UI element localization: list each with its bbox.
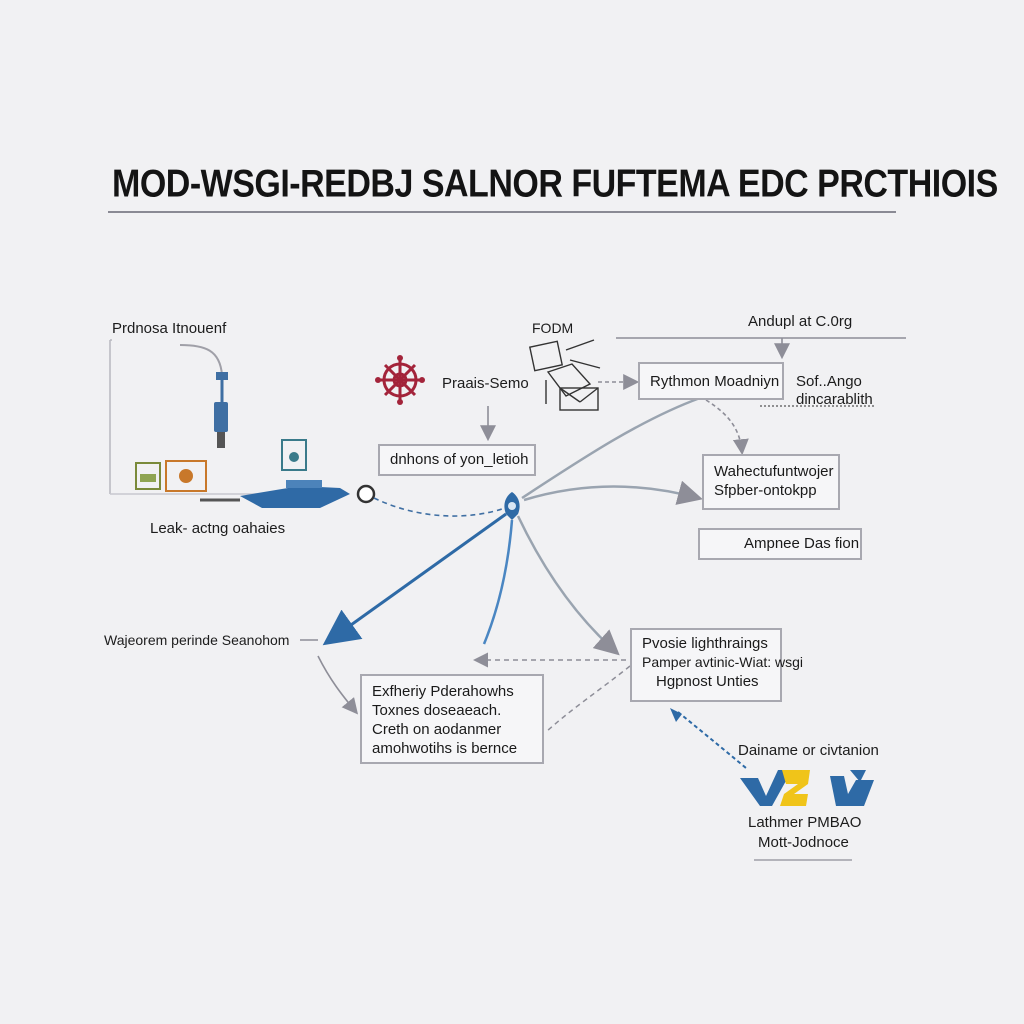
box-dnhons-text: dnhons of yon_letioh — [390, 451, 529, 468]
label-fodm: FODM — [532, 320, 574, 336]
cable-connector — [216, 372, 228, 380]
pvosie-exfth-dashed — [545, 665, 631, 733]
label-andupl: Andupl at C.0rg — [748, 313, 853, 330]
hub-down-blue-line — [482, 519, 514, 645]
box-exfth-line2: Toxnes doseaeach. — [372, 702, 502, 719]
box-pvosie-line1: Pvosie lighthraings — [642, 635, 768, 652]
page-title: MOD-WSGI-REDBJ SALNOR FUFTEMA EDC PRCTHI… — [112, 162, 998, 206]
scanner-device — [240, 486, 350, 508]
box-ampnee: Ampnee Das fion — [698, 528, 862, 560]
label-lathmer-1: Lathmer PMBAO — [748, 814, 862, 831]
box-pvosie-line3: Hgpnost Unties — [656, 673, 759, 690]
rythmon-wahect-dashed — [705, 399, 749, 456]
left-curve-arrow — [317, 655, 359, 715]
box-wahect-line1: Wahectufuntwojer — [714, 463, 834, 480]
vial-icon — [214, 402, 228, 432]
teal-badge-icon — [281, 439, 307, 471]
machine-icon — [528, 339, 601, 411]
box-dnhons: dnhons of yon_letioh — [378, 444, 536, 476]
box-pvosie: Pvosie lighthraings Pamper avtinic-Wiat:… — [630, 628, 804, 702]
hub-rythmon-line — [521, 396, 701, 500]
pvosie-logo-dashed — [677, 711, 747, 769]
label-top-left: Prdnosa Itnouenf — [112, 320, 227, 337]
hub-left-blue-arrow — [322, 512, 507, 646]
left-bracket-line — [109, 339, 112, 494]
cable-line — [179, 344, 223, 376]
box-pvosie-line2: Pamper avtinic-Wiat: wsgi — [642, 654, 804, 670]
label-bottom-left: Leak- actng oahaies — [150, 520, 286, 537]
logo-icon — [740, 770, 874, 806]
dashed-source-hub — [373, 497, 506, 517]
gear-icon — [375, 355, 425, 405]
label-sof-1: Sof..Ango — [796, 373, 862, 390]
box-ampnee-text: Ampnee Das fion — [744, 535, 860, 552]
label-dainame: Dainame or civtanion — [738, 742, 879, 759]
title-divider — [108, 211, 896, 213]
label-lathmer-2: Mott-Jodnoce — [758, 834, 849, 851]
box-rythmon: Rythmon Moadniyn — [638, 362, 784, 400]
label-sof-2: dincarablith — [796, 391, 873, 408]
box-exfth-line3: Creth on aodanmer — [372, 721, 502, 738]
box-wahect-line2: Sfpber-ontokpp — [714, 482, 817, 499]
box-rythmon-text: Rythmon Moadniyn — [650, 373, 780, 390]
olive-device-icon — [135, 462, 161, 490]
label-left-mid: Wajeorem perinde Seanohom — [104, 632, 290, 648]
hub-wahect-line — [523, 480, 703, 505]
hub-pvosie-line — [516, 515, 620, 656]
box-exfth: Exfheriy Pderahowhs Toxnes doseaeach. Cr… — [360, 674, 544, 764]
box-wahect: Wahectufuntwojer Sfpber-ontokpp — [702, 454, 840, 510]
source-node — [356, 484, 376, 504]
orange-device-icon — [165, 460, 207, 492]
box-exfth-line4: amohwotihs is bernce — [372, 740, 518, 757]
box-exfth-line1: Exfheriy Pderahowhs — [372, 683, 514, 700]
label-praais: Praais-Semo — [442, 375, 529, 392]
